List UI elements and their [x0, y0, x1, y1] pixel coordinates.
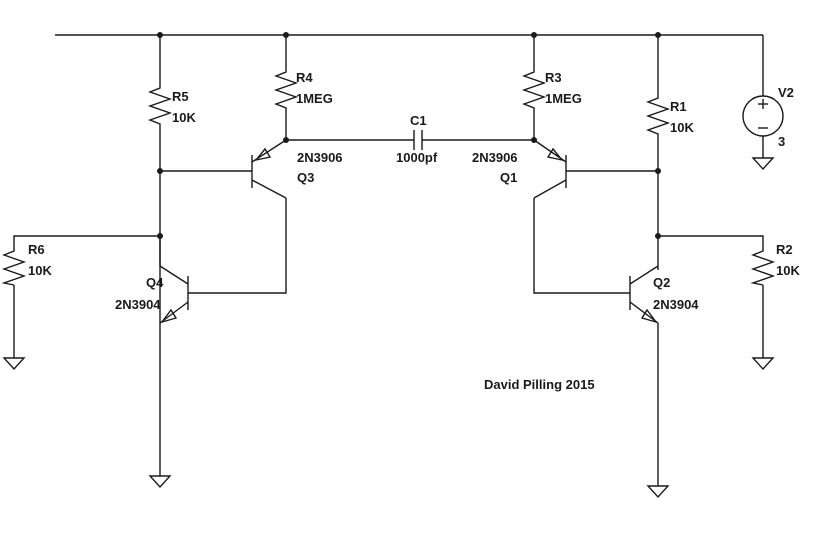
junction-dot — [157, 168, 163, 174]
wires — [13, 34, 764, 486]
junction-dot — [655, 168, 661, 174]
voltage-source-v2: V2 3 — [742, 85, 794, 149]
r6-ref: R6 — [28, 242, 45, 257]
author-credit: David Pilling 2015 — [484, 377, 595, 392]
transistor-q2: Q2 2N3904 — [629, 265, 699, 324]
junction-dot — [655, 233, 661, 239]
ground-icon — [148, 475, 172, 489]
r3-ref: R3 — [545, 70, 562, 85]
q1-model: 2N3906 — [472, 150, 518, 165]
collector-leg — [629, 265, 659, 285]
emitter-arrow — [546, 147, 564, 162]
junction-dot — [157, 32, 163, 38]
resistor-symbol — [1, 243, 27, 286]
q4-ref: Q4 — [146, 275, 164, 290]
resistor-r3: R3 1MEG — [521, 64, 582, 112]
q3-ref: Q3 — [297, 170, 314, 185]
q3-collector-wire — [188, 198, 287, 294]
r2-value: 10K — [776, 263, 800, 278]
ground-icon — [2, 357, 26, 371]
ground-icon — [751, 157, 775, 171]
junctions — [157, 32, 661, 239]
q4-model: 2N3904 — [115, 297, 161, 312]
r4-ref: R4 — [296, 70, 313, 85]
emitter-arrow — [160, 308, 178, 324]
emitter-arrow — [254, 147, 272, 162]
emitter-arrow — [640, 308, 658, 324]
r2-ref: R2 — [776, 242, 793, 257]
capacitor-c1: C1 1000pf — [396, 113, 438, 165]
r6-top-wire — [13, 235, 160, 243]
r6-value: 10K — [28, 263, 52, 278]
r3-value: 1MEG — [545, 91, 582, 106]
transistor-q4: Q4 2N3904 — [115, 236, 189, 324]
ground-icon — [751, 357, 775, 371]
source-circle — [742, 95, 784, 137]
transistor-q1: 2N3906 Q1 — [472, 139, 567, 199]
resistor-r2: R2 10K — [750, 242, 800, 286]
r5-value: 10K — [172, 110, 196, 125]
resistor-symbol — [521, 64, 547, 112]
c1-value: 1000pf — [396, 150, 438, 165]
v2-ref: V2 — [778, 85, 794, 100]
resistor-r5: R5 10K — [147, 80, 196, 128]
junction-dot — [655, 32, 661, 38]
q3-model: 2N3906 — [297, 150, 343, 165]
resistor-symbol — [750, 243, 776, 286]
q2-model: 2N3904 — [653, 297, 699, 312]
resistor-symbol — [645, 90, 671, 138]
q2-ref: Q2 — [653, 275, 670, 290]
q1-ref: Q1 — [500, 170, 517, 185]
q1-collector-wire — [533, 198, 630, 294]
transistor-q3: 2N3906 Q3 — [251, 139, 343, 199]
resistor-r1: R1 10K — [645, 90, 694, 138]
c1-ref: C1 — [410, 113, 427, 128]
junction-dot — [283, 32, 289, 38]
collector-leg — [533, 179, 567, 199]
resistor-symbol — [147, 80, 173, 128]
v2-value: 3 — [778, 134, 785, 149]
r2-top-wire — [658, 235, 764, 243]
junction-dot — [531, 32, 537, 38]
r5-ref: R5 — [172, 89, 189, 104]
grounds — [2, 157, 775, 499]
r1-value: 10K — [670, 120, 694, 135]
collector-leg — [251, 179, 287, 199]
resistor-r6: R6 10K — [1, 242, 52, 286]
r1-ref: R1 — [670, 99, 687, 114]
collector-leg — [159, 265, 189, 285]
r4-value: 1MEG — [296, 91, 333, 106]
ground-icon — [646, 485, 670, 499]
resistor-r4: R4 1MEG — [273, 64, 333, 112]
resistor-symbol — [273, 64, 299, 112]
